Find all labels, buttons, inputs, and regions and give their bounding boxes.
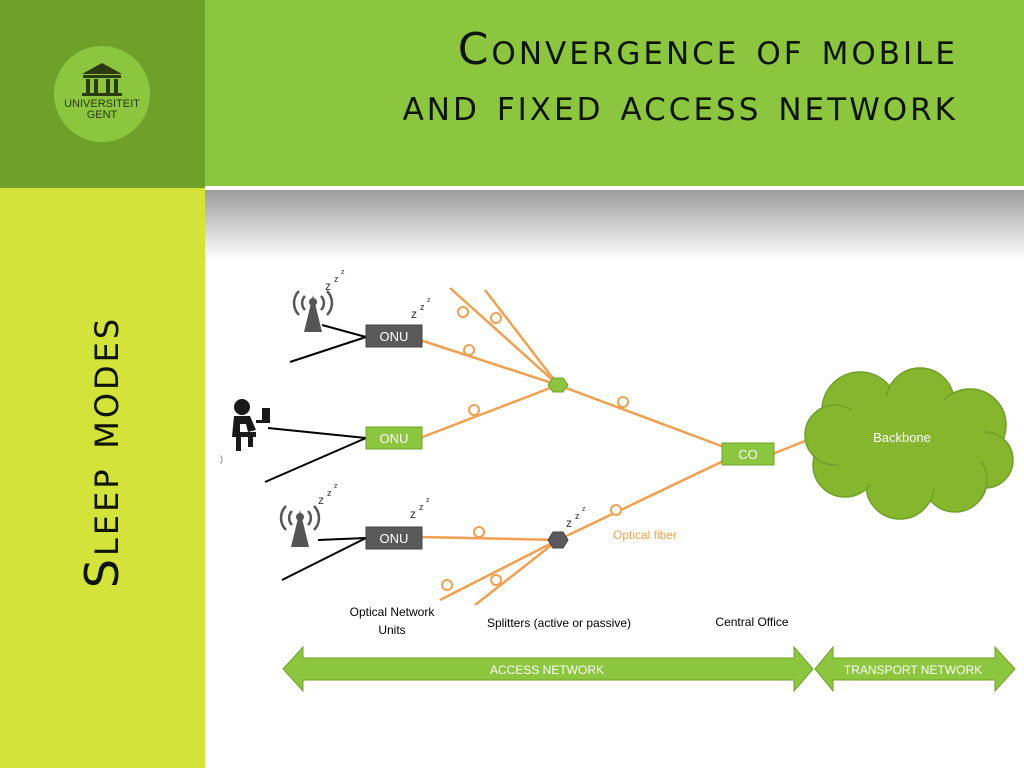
optical-fibers <box>419 287 821 606</box>
antenna-icon <box>292 290 334 332</box>
university-logo: UNIVERSITEIT GENT <box>54 46 150 142</box>
svg-text:z: z <box>420 302 425 312</box>
access-network-label: ACCESS NETWORK <box>490 663 604 677</box>
sleep-zzz-icon: z z z <box>411 297 431 321</box>
svg-text:z: z <box>325 279 331 293</box>
onu-caption-line2: Units <box>378 623 405 637</box>
title-panel: Convergence of mobile and fixed access n… <box>205 0 1024 186</box>
svg-text:z: z <box>410 507 416 521</box>
central-office-caption: Central Office <box>715 615 788 629</box>
user-at-computer-icon <box>232 399 270 451</box>
gradient-band <box>205 190 1024 260</box>
svg-text:z: z <box>427 297 431 304</box>
svg-text:z: z <box>426 497 430 504</box>
transport-network-arrow <box>814 645 1016 693</box>
svg-text:z: z <box>566 516 572 530</box>
onu-node: ONU <box>365 324 423 348</box>
title-divider <box>205 186 1024 190</box>
onu-label: ONU <box>380 329 409 344</box>
logo-text-line2: GENT <box>86 109 118 121</box>
svg-text:z: z <box>582 506 586 513</box>
svg-text:z: z <box>341 269 345 276</box>
splitter-node <box>547 377 569 393</box>
co-label: CO <box>738 447 758 462</box>
onu-node: ONU <box>365 526 423 550</box>
svg-text:z: z <box>575 511 580 521</box>
device-links <box>264 324 367 581</box>
access-network-arrow <box>282 645 814 693</box>
sleep-zzz-icon: z z z <box>566 506 586 530</box>
fiber-markers <box>441 306 629 591</box>
svg-text:z: z <box>419 502 424 512</box>
onu-label: ONU <box>380 431 409 446</box>
university-building-icon <box>82 63 122 96</box>
svg-text:z: z <box>327 488 332 498</box>
slide-title: Convergence of mobile and fixed access n… <box>258 22 958 134</box>
logo-text-line1: UNIVERSITEIT <box>64 98 140 110</box>
svg-text:z: z <box>334 274 339 284</box>
slide-title-line2: and fixed access network <box>402 80 958 131</box>
sleep-zzz-icon: z z z <box>410 497 430 521</box>
slide-title-line1: Convergence of mobile <box>457 24 958 75</box>
svg-text:z: z <box>318 493 324 507</box>
svg-text:z: z <box>334 483 338 490</box>
left-sidebar <box>0 188 205 768</box>
signal-mark: ) <box>220 454 223 464</box>
central-office-node: CO <box>721 442 775 466</box>
cloud-icon <box>804 367 1014 520</box>
onu-node: ONU <box>365 426 423 450</box>
optical-fiber-label: Optical fiber <box>613 528 677 542</box>
splitters-caption: Splitters (active or passive) <box>487 616 631 630</box>
antenna-icon <box>279 505 321 547</box>
logo-panel: UNIVERSITEIT GENT <box>0 0 205 188</box>
svg-text:z: z <box>411 307 417 321</box>
sleep-zzz-icon: z z z <box>318 483 338 507</box>
onu-label: ONU <box>380 531 409 546</box>
sleep-zzz-icon: z z z <box>325 269 345 293</box>
splitter-node <box>547 531 569 549</box>
backbone-label: Backbone <box>873 430 931 445</box>
onu-caption-line1: Optical Network <box>350 605 436 619</box>
transport-network-label: TRANSPORT NETWORK <box>844 663 982 677</box>
